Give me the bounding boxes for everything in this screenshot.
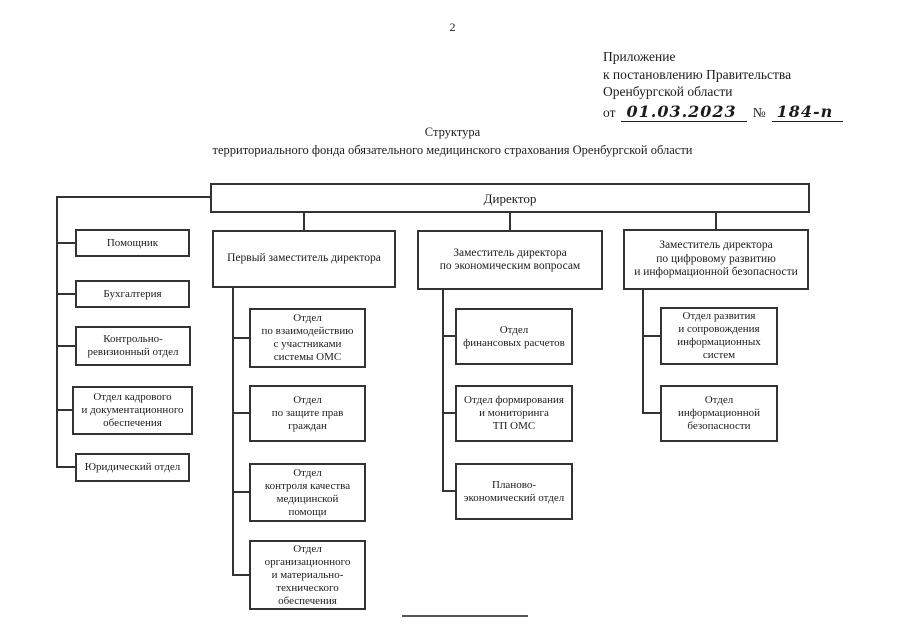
appendix-date-line: от 01.03.2023 № 184-п <box>603 103 844 122</box>
branch-economics-3 <box>442 490 455 492</box>
stub-deputy-economics <box>509 212 511 230</box>
branch-left-2 <box>56 293 75 295</box>
stub-deputy-digital <box>715 212 717 229</box>
box-hr-and-records-department: Отдел кадрового и документационного обес… <box>72 386 193 435</box>
trunk-deputy-digital <box>642 290 644 414</box>
box-org-material-support-department: Отдел организационного и материально- те… <box>249 540 366 610</box>
appendix-doc-number-handwritten: 184-п <box>771 103 844 122</box>
stub-first-deputy <box>303 212 305 230</box>
trunk-first-deputy <box>232 288 234 576</box>
box-director: Директор <box>210 183 810 213</box>
box-medical-quality-control-department: Отдел контроля качества медицинской помо… <box>249 463 366 522</box>
box-planning-economics-department: Планово- экономический отдел <box>455 463 573 520</box>
title-line-1: Структура <box>424 125 481 139</box>
box-financial-settlements-department: Отдел финансовых расчетов <box>455 308 573 365</box>
box-citizens-rights-department: Отдел по защите прав граждан <box>249 385 366 442</box>
box-legal-department: Юридический отдел <box>75 453 190 482</box>
appendix-line-3: Оренбургской области <box>603 84 733 99</box>
box-deputy-director-digital: Заместитель директора по цифровому разви… <box>623 229 809 290</box>
branch-left-1 <box>56 242 75 244</box>
box-control-audit-department: Контрольно- ревизионный отдел <box>75 326 191 366</box>
diagram-title: Структура территориального фонда обязате… <box>0 123 905 159</box>
box-oms-interaction-department: Отдел по взаимодействию с участниками си… <box>249 308 366 368</box>
branch-first-deputy-4 <box>232 574 249 576</box>
branch-digital-2 <box>642 412 660 414</box>
page-number: 2 <box>449 20 456 34</box>
box-first-deputy-director: Первый заместитель директора <box>212 230 396 288</box>
box-assistant: Помощник <box>75 229 190 257</box>
branch-left-3 <box>56 345 75 347</box>
bottom-rule <box>402 615 528 617</box>
box-infosystems-development-department: Отдел развития и сопровождения информаци… <box>660 307 778 365</box>
branch-left-4 <box>56 409 75 411</box>
branch-first-deputy-1 <box>232 337 249 339</box>
trunk-deputy-economics <box>442 290 444 492</box>
branch-digital-1 <box>642 335 660 337</box>
branch-economics-2 <box>442 412 455 414</box>
branch-first-deputy-3 <box>232 491 249 493</box>
appendix-note: Приложение к постановлению Правительства… <box>603 48 844 122</box>
branch-left-5 <box>56 466 75 468</box>
appendix-from-label: от <box>603 105 616 120</box>
appendix-number-sign: № <box>752 105 766 120</box>
title-line-2: территориального фонда обязательного мед… <box>212 143 693 157</box>
box-accounting: Бухгалтерия <box>75 280 190 308</box>
appendix-date-handwritten: 01.03.2023 <box>621 103 747 122</box>
box-tp-oms-monitoring-department: Отдел формирования и мониторинга ТП ОМС <box>455 385 573 442</box>
trunk-left-column <box>56 196 58 468</box>
branch-first-deputy-2 <box>232 412 249 414</box>
branch-economics-1 <box>442 335 455 337</box>
appendix-line-2: к постановлению Правительства <box>603 66 792 82</box>
box-information-security-department: Отдел информационной безопасности <box>660 385 778 442</box>
appendix-line-1: Приложение <box>603 49 676 64</box>
box-deputy-director-economics: Заместитель директора по экономическим в… <box>417 230 603 290</box>
connector-director-left <box>56 196 210 198</box>
